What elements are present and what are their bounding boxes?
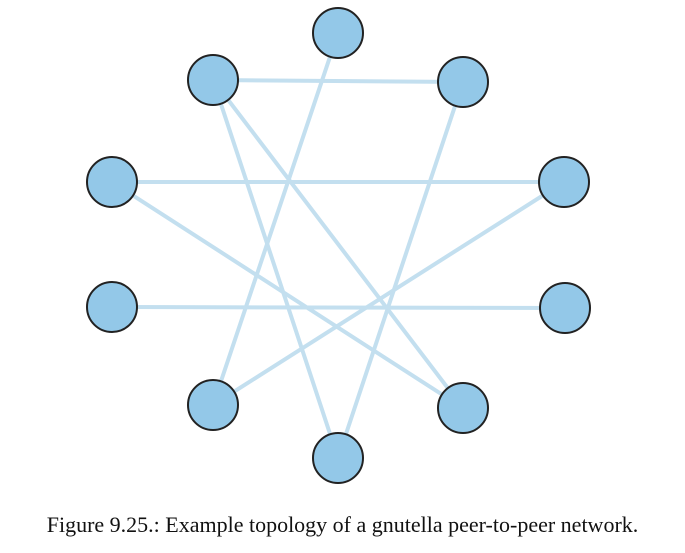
- peer-node-n7: [86, 281, 138, 333]
- edge-n9-n4: [211, 78, 465, 410]
- peer-node-n6: [187, 379, 239, 431]
- nodes-layer: [86, 7, 591, 484]
- peer-node-n0: [312, 7, 364, 59]
- peer-node-n3: [539, 282, 591, 334]
- peer-node-n5: [312, 432, 364, 484]
- peer-node-n2: [538, 156, 590, 208]
- figure-caption: Figure 9.25.: Example topology of a gnut…: [46, 512, 639, 537]
- edges-layer: [110, 31, 567, 460]
- edge-n2-n6: [211, 180, 566, 407]
- edge-n9-n1: [211, 78, 465, 84]
- network-diagram: [86, 7, 591, 484]
- edge-n4-n8: [110, 180, 465, 410]
- edge-n0-n6: [211, 31, 340, 407]
- peer-node-n4: [437, 382, 489, 434]
- edge-n1-n5: [336, 80, 465, 460]
- edge-n9-n5: [211, 78, 340, 460]
- peer-node-n9: [187, 54, 239, 106]
- edge-n3-n7: [110, 305, 567, 310]
- peer-node-n1: [437, 56, 489, 108]
- peer-node-n8: [86, 156, 138, 208]
